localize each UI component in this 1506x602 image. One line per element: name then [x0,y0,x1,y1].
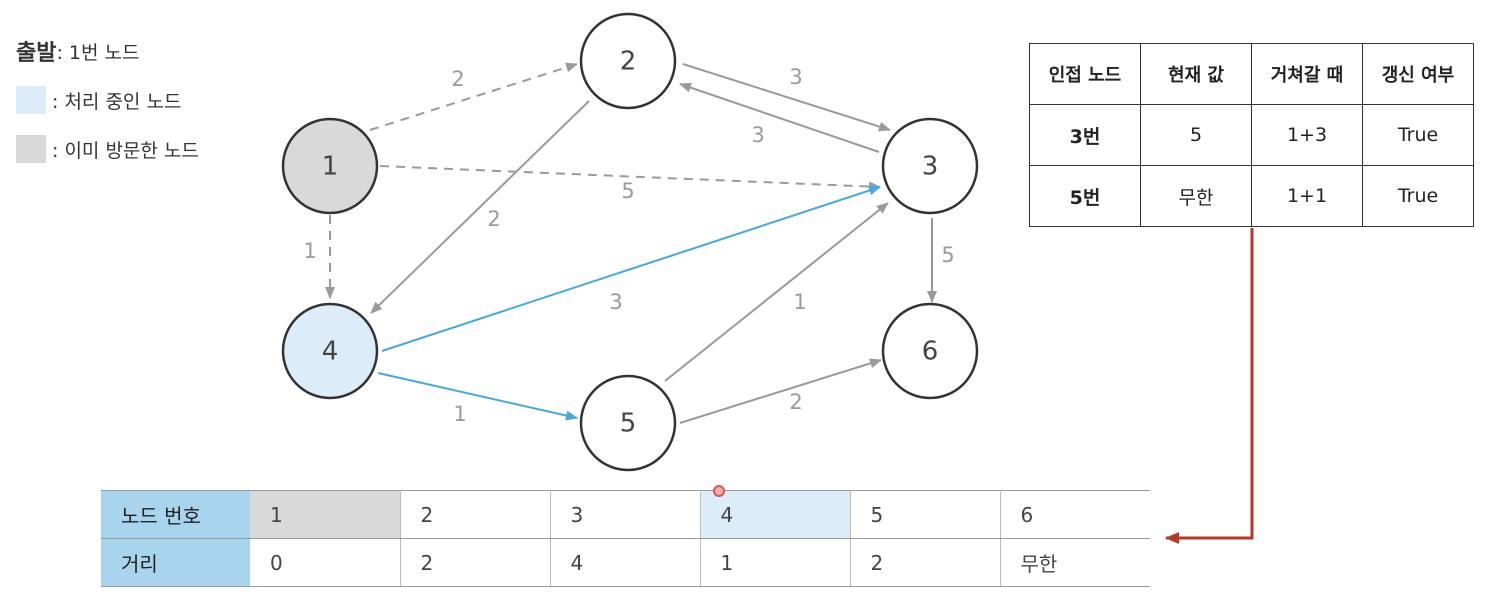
legend-visited: : 이미 방문한 노드 [16,134,199,164]
node-number-cell: 1 [250,490,401,539]
node-label-2: 2 [620,47,637,77]
node-5: 5 [579,374,677,472]
edge-weight-2-4: 2 [487,207,500,231]
result-arrow [1165,228,1254,544]
node-number-cell: 3 [550,490,701,539]
update-cell: 3번 [1029,104,1141,166]
legend-start-value: : 1번 노드 [56,41,140,64]
update-table-row: 3번 5 1+3 True [1029,104,1474,166]
distance-cell: 1 [700,538,851,587]
edge-weight-1-3: 5 [621,179,634,203]
edge-3-2 [679,82,880,153]
distance-cell: 2 [400,538,551,587]
update-header-cell: 인접 노드 [1029,43,1141,105]
update-table: 인접 노드 현재 값 거쳐갈 때 갱신 여부 3번 5 1+3 True 5번 … [1029,43,1474,227]
node-circle-5 [579,374,677,472]
node-circle-1 [281,117,379,215]
distance-header: 거리 [101,538,250,587]
node-1: 1 [281,117,379,215]
node-circle-3 [881,117,979,215]
update-cell: 5번 [1029,165,1141,227]
edge-weight-3-2: 3 [751,123,764,147]
edge-5-3 [664,202,889,382]
edge-weight-5-6: 2 [789,390,802,414]
legend-start-key: 출발 [16,41,57,66]
node-label-1: 1 [322,152,339,182]
cursor-marker [713,485,725,497]
node-circle-4 [281,302,379,400]
edge-weight-5-3: 1 [793,290,806,314]
update-cell: True [1362,104,1474,166]
node-6: 6 [881,302,979,400]
distance-cell: 2 [850,538,1001,587]
node-label-6: 6 [922,337,939,367]
node-circle-2 [579,12,677,110]
edge-4-3 [381,185,881,352]
node-label-3: 3 [922,152,939,182]
legend: 출발 : 1번 노드 : 처리 중인 노드 : 이미 방문한 노드 [16,36,199,183]
edge-2-3 [682,63,891,132]
distance-table-distance-row: 거리 0 2 4 1 2 무한 [101,538,1150,587]
update-cell: 1+1 [1251,165,1363,227]
update-table-header-row: 인접 노드 현재 값 거쳐갈 때 갱신 여부 [1029,43,1474,105]
edge-1-2 [369,62,578,131]
edge-1-3 [379,165,881,192]
processing-swatch [16,86,46,114]
distance-cell: 4 [550,538,701,587]
node-label-5: 5 [620,409,637,439]
legend-start: 출발 : 1번 노드 [16,36,199,66]
update-cell: 무한 [1140,165,1252,227]
edge-weight-1-2: 2 [451,67,464,91]
edge-2-4 [370,100,590,314]
node-number-cell: 4 [700,490,851,539]
edge-weight-2-3: 3 [789,65,802,89]
node-number-header: 노드 번호 [101,490,250,539]
legend-processing-label: : 처리 중인 노드 [52,90,182,113]
update-header-cell: 갱신 여부 [1362,43,1474,105]
edge-weight-3-6: 5 [941,243,954,267]
distance-table-node-row: 노드 번호 1 2 3 4 5 6 [101,490,1150,539]
update-header-cell: 거쳐갈 때 [1251,43,1363,105]
node-number-cell: 5 [850,490,1001,539]
distance-cell: 무한 [1000,538,1150,587]
update-table-row: 5번 무한 1+1 True [1029,165,1474,227]
node-number-cell: 2 [400,490,551,539]
edge-weight-1-4: 1 [303,239,316,263]
update-cell: 1+3 [1251,104,1363,166]
update-cell: True [1362,165,1474,227]
update-header-cell: 현재 값 [1140,43,1252,105]
update-cell: 5 [1140,104,1252,166]
node-label-4: 4 [322,337,339,367]
edge-weight-4-3: 3 [609,290,622,314]
node-2: 2 [579,12,677,110]
node-number-cell: 6 [1000,490,1150,539]
node-4: 4 [281,302,379,400]
edge-weight-4-5: 1 [453,402,466,426]
legend-processing: : 처리 중인 노드 [16,85,199,115]
distance-cell: 0 [250,538,401,587]
visited-swatch [16,135,46,163]
legend-visited-label: : 이미 방문한 노드 [52,139,199,162]
edge-4-5 [377,372,578,421]
distance-table: 노드 번호 1 2 3 4 5 6 거리 0 2 4 1 2 무한 [101,490,1150,587]
edge-5-6 [679,358,882,424]
node-circle-6 [881,302,979,400]
node-3: 3 [881,117,979,215]
